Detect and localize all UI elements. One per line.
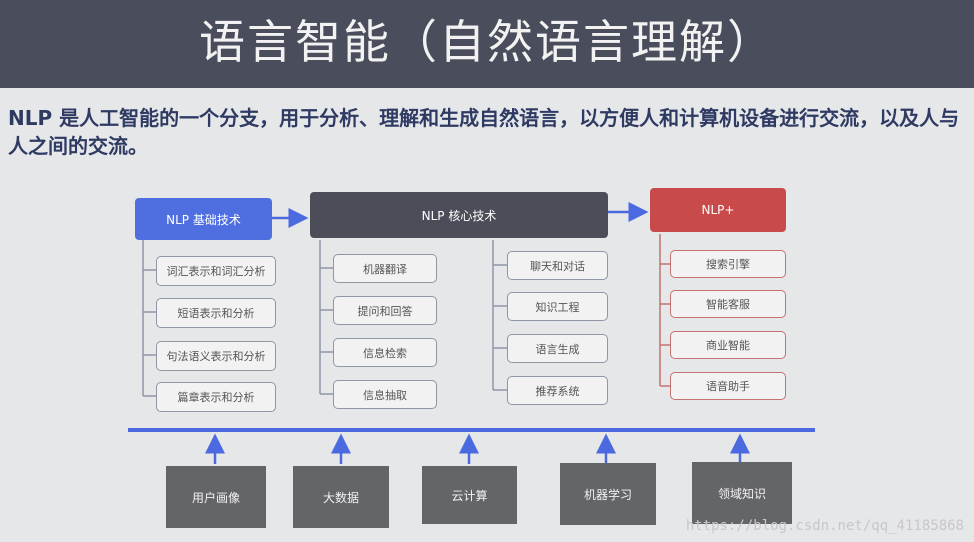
node-source: 领域知识 xyxy=(692,462,792,524)
core-right-tree-lines xyxy=(492,240,507,391)
node-core-left-item: 信息检索 xyxy=(333,338,437,367)
node-basic-item: 句法语义表示和分析 xyxy=(156,341,276,371)
node-basic-item: 短语表示和分析 xyxy=(156,298,276,328)
node-basic-head: NLP 基础技术 xyxy=(135,198,272,240)
node-source: 云计算 xyxy=(422,466,517,524)
node-core-right-item: 知识工程 xyxy=(507,292,608,321)
slide-title: 语言智能（自然语言理解） xyxy=(199,15,775,69)
node-basic-item: 词汇表示和词汇分析 xyxy=(156,256,276,286)
node-plus-item: 智能客服 xyxy=(670,290,786,318)
watermark: https://blog.csdn.net/qq_41185868 xyxy=(685,518,964,534)
node-core-right-item: 聊天和对话 xyxy=(507,251,608,280)
node-plus-item: 搜索引擎 xyxy=(670,250,786,278)
node-core-left-item: 机器翻译 xyxy=(333,254,437,283)
node-core-head: NLP 核心技术 xyxy=(310,192,608,238)
node-basic-item: 篇章表示和分析 xyxy=(156,382,276,412)
node-plus-head: NLP+ xyxy=(650,188,786,232)
node-core-left-item: 信息抽取 xyxy=(333,380,437,409)
node-plus-item: 语音助手 xyxy=(670,372,786,400)
title-bar xyxy=(0,0,974,88)
basic-tree-lines xyxy=(142,240,156,397)
node-core-right-item: 推荐系统 xyxy=(507,376,608,405)
plus-tree-lines xyxy=(659,234,670,387)
intro-text: NLP 是人工智能的一个分支，用于分析、理解和生成自然语言，以方便人和计算机设备… xyxy=(8,106,960,158)
node-core-left-item: 提问和回答 xyxy=(333,296,437,325)
node-source: 机器学习 xyxy=(560,463,656,525)
node-plus-item: 商业智能 xyxy=(670,331,786,359)
node-source: 用户画像 xyxy=(166,466,266,528)
node-core-right-item: 语言生成 xyxy=(507,334,608,363)
core-left-tree-lines xyxy=(319,240,333,395)
node-source: 大数据 xyxy=(293,466,389,528)
